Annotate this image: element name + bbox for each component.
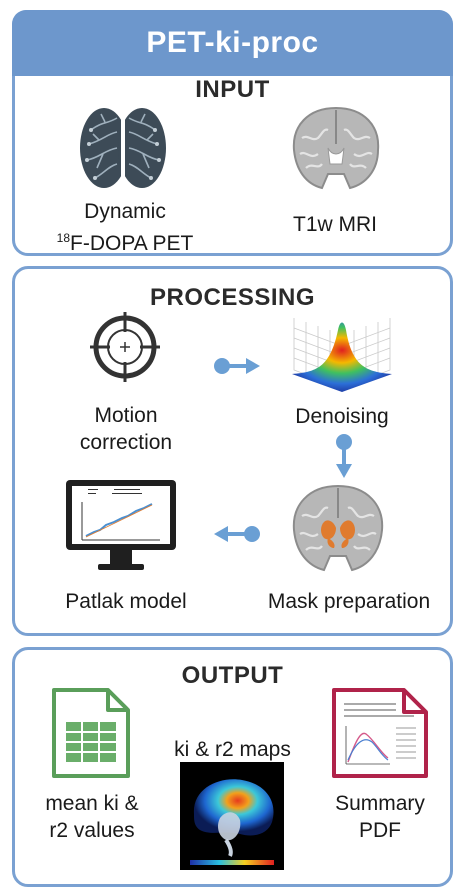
motion-label-line2: correction	[79, 431, 173, 454]
pet-brain-icon	[80, 108, 166, 188]
mask-brain-icon	[292, 484, 384, 572]
patlak-monitor-icon	[66, 480, 176, 570]
mri-label: T1w MRI	[293, 213, 377, 236]
table-label: mean ki & r2 values	[22, 790, 162, 844]
pdf-label-line2: PDF	[359, 819, 401, 842]
table-label-line2: r2 values	[49, 819, 135, 842]
app-title: PET-ki-proc	[146, 26, 319, 59]
pet-label: Dynamic 18F-DOPA PET	[40, 198, 210, 257]
pet-label-line1: Dynamic	[84, 200, 166, 223]
patlak-label: Patlak model	[65, 590, 187, 613]
denoising-surface-icon	[292, 318, 392, 392]
pdf-label: Summary PDF	[310, 790, 450, 844]
maps-label: ki & r2 maps	[174, 738, 291, 761]
processing-panel	[12, 266, 453, 636]
arrow-left-icon	[214, 526, 260, 542]
input-title: INPUT	[195, 76, 270, 103]
mask-label: Mask preparation	[267, 590, 431, 613]
title-band	[12, 10, 453, 76]
denoise-label: Denoising	[295, 405, 389, 428]
motion-label: Motion correction	[56, 402, 196, 456]
pet-label-line2: 18F-DOPA PET	[40, 225, 210, 257]
ki-map-image	[180, 762, 284, 870]
pdf-label-line1: Summary	[335, 792, 425, 815]
spreadsheet-icon	[52, 688, 130, 778]
processing-title: PROCESSING	[149, 284, 316, 311]
pet-label-tracer: F-DOPA PET	[70, 232, 194, 255]
mri-brain-icon	[292, 106, 380, 190]
arrow-right-icon	[214, 358, 260, 374]
crosshair-icon	[90, 312, 160, 382]
arrow-down-icon	[336, 434, 352, 478]
motion-label-line1: Motion	[94, 404, 158, 427]
isotope-superscript: 18	[56, 231, 71, 245]
output-title: OUTPUT	[181, 662, 284, 689]
pdf-report-icon	[332, 688, 428, 778]
table-label-line1: mean ki &	[45, 792, 139, 815]
